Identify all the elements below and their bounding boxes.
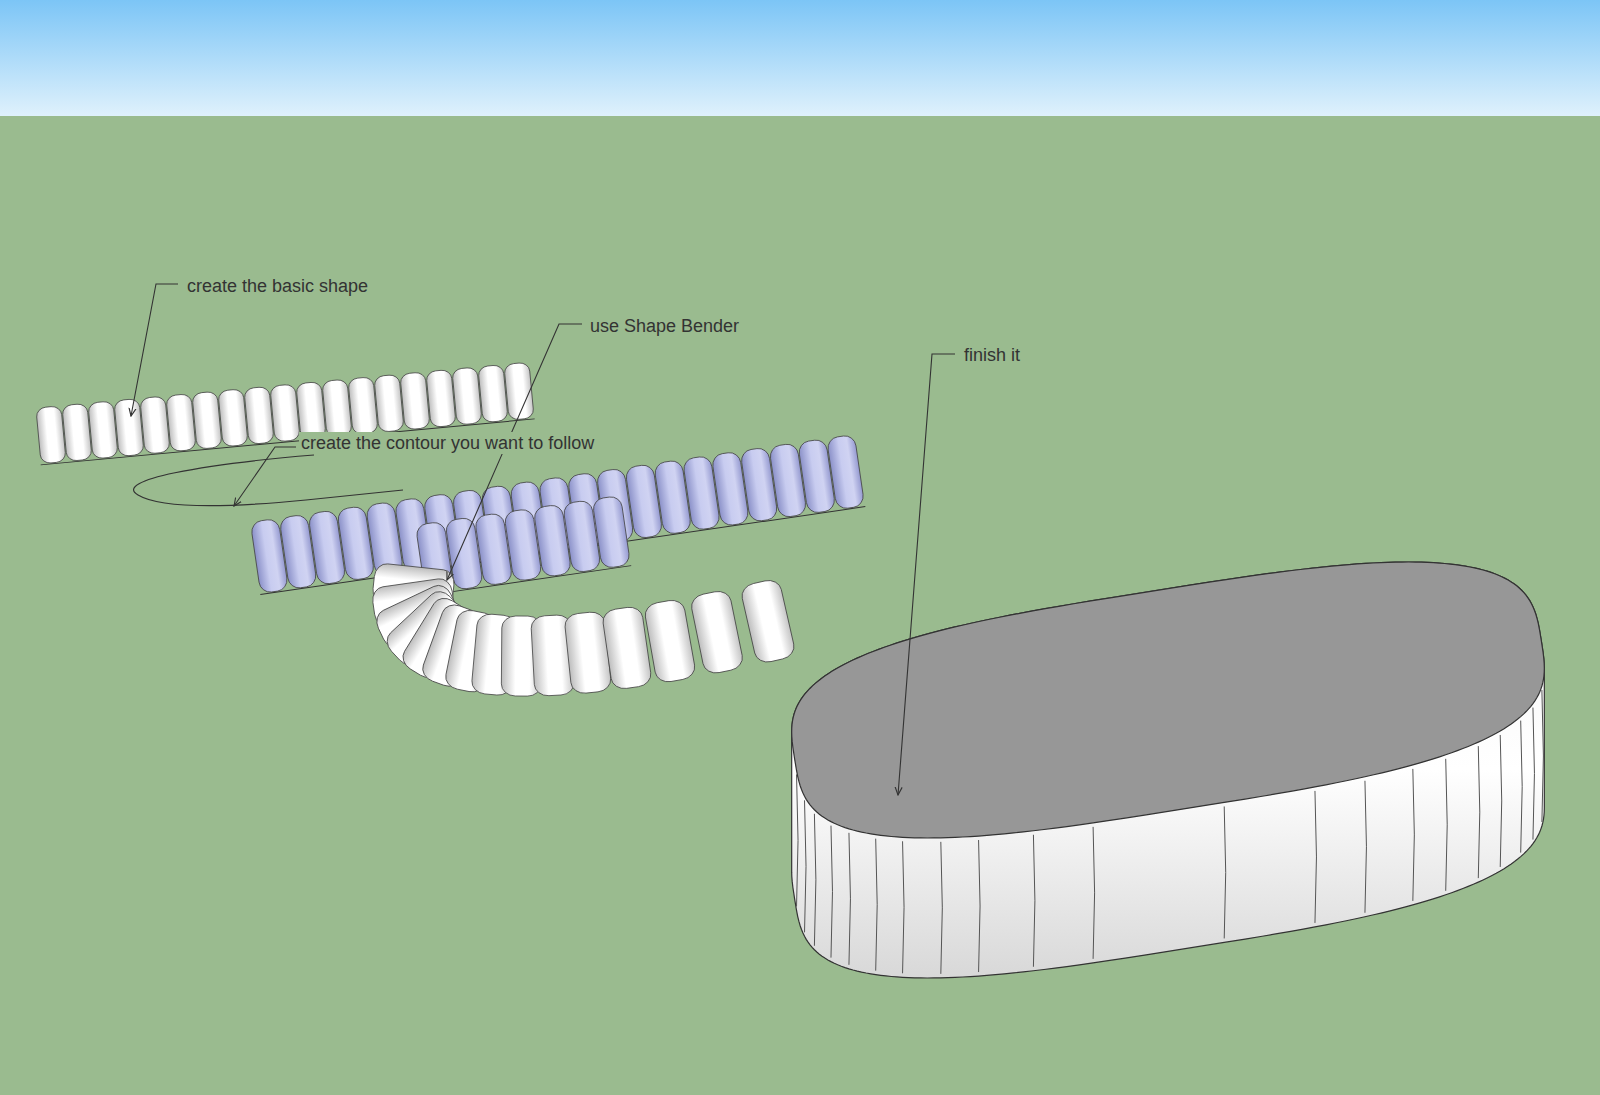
bent-shape xyxy=(371,563,796,697)
leader-lines xyxy=(131,284,955,795)
pillow-divider xyxy=(1533,708,1535,840)
pillow xyxy=(601,605,652,690)
pillow xyxy=(592,495,631,568)
pillow xyxy=(348,377,378,435)
pillow-divider xyxy=(1446,759,1448,891)
pillow-divider xyxy=(1093,827,1095,959)
pillow-divider xyxy=(1521,721,1523,853)
pillow-divider xyxy=(979,840,981,972)
pillow xyxy=(374,374,404,432)
pillow xyxy=(478,365,508,423)
pillow-divider xyxy=(1478,746,1480,878)
pillow xyxy=(192,391,222,449)
pillow-divider xyxy=(1365,781,1367,913)
pillow xyxy=(62,403,92,461)
pillow-divider xyxy=(903,841,905,973)
strip-base xyxy=(425,566,631,596)
pillow-divider xyxy=(814,814,816,946)
leader-line xyxy=(234,447,296,506)
pillow-divider xyxy=(1315,791,1317,923)
pillow xyxy=(643,598,696,684)
pillow-divider xyxy=(876,839,878,971)
pillow xyxy=(114,398,144,456)
callout-label: finish it xyxy=(962,344,1022,366)
leader-line xyxy=(898,354,955,795)
pillow-divider xyxy=(797,774,799,906)
table-side xyxy=(792,562,1545,978)
callout-label: create the contour you want to follow xyxy=(299,432,596,454)
pillow-divider xyxy=(1224,806,1226,938)
pillow-divider xyxy=(831,826,833,958)
pillow xyxy=(689,589,744,675)
pillow-divider xyxy=(849,833,851,965)
pillow xyxy=(400,372,430,430)
pillow-divider xyxy=(1413,769,1415,901)
pillow xyxy=(218,389,248,447)
pillow-divider xyxy=(805,800,807,932)
pillow-divider xyxy=(941,842,943,974)
contour-curve xyxy=(134,455,403,506)
pillow-divider xyxy=(1500,735,1502,867)
finished-table xyxy=(792,562,1545,978)
illustration xyxy=(35,362,1544,978)
pillow xyxy=(140,396,170,454)
pillow xyxy=(740,578,797,665)
pillow xyxy=(166,394,196,452)
pillow xyxy=(88,401,118,459)
pillow-strip xyxy=(250,434,866,594)
leader-line xyxy=(131,284,178,416)
callout-label: create the basic shape xyxy=(185,275,370,297)
pillow xyxy=(426,369,456,427)
table-top xyxy=(792,562,1545,838)
pillow-divider xyxy=(1542,690,1544,822)
sky xyxy=(0,0,1600,116)
callout-label: use Shape Bender xyxy=(588,315,741,337)
pillow xyxy=(827,434,865,509)
pillow xyxy=(296,382,326,440)
pillow xyxy=(452,367,482,425)
pillow-divider xyxy=(1033,835,1035,967)
pillow xyxy=(322,379,352,437)
pillow xyxy=(270,384,300,442)
pillow xyxy=(244,386,274,444)
pillow xyxy=(36,406,66,464)
ground xyxy=(0,116,1600,1095)
